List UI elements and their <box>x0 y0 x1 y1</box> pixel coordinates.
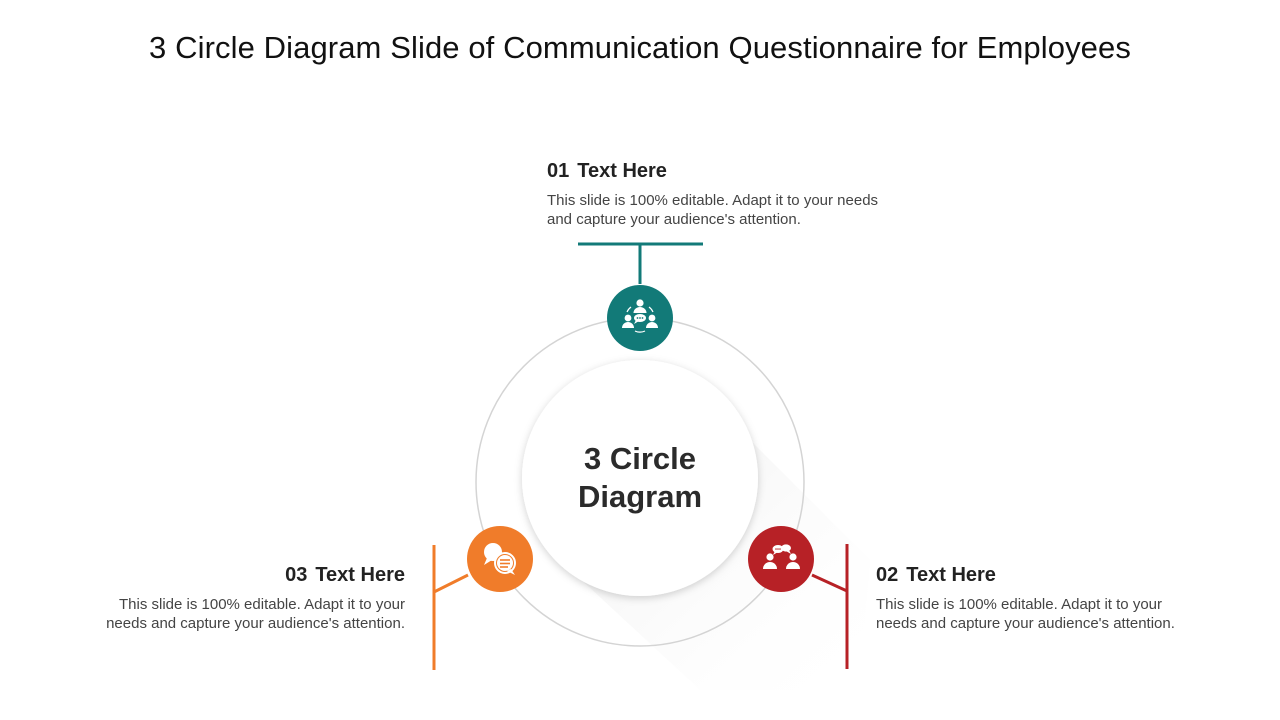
center-label-line2: Diagram <box>577 479 703 514</box>
text-block-03: 03 Text Here This slide is 100% editable.… <box>60 564 405 633</box>
item-description-03-line1: This slide is 100% editable. Adapt it to… <box>119 596 405 613</box>
item-description-01-line2: and capture your audience's attention. <box>547 211 801 228</box>
text-block-02: 02 Text Here This slide is 100% editable.… <box>876 564 1216 633</box>
item-heading-01: 01 Text Here <box>547 160 927 183</box>
center-circle <box>522 360 758 596</box>
item-description-02-line2: needs and capture your audience's attent… <box>876 615 1175 632</box>
item-heading-02: 02 Text Here <box>876 564 1216 587</box>
node-02 <box>748 526 814 592</box>
item-description-01-line1: This slide is 100% editable. Adapt it to… <box>547 192 879 209</box>
item-number-02: 02 <box>876 564 899 586</box>
item-description-03: This slide is 100% editable. Adapt it to… <box>60 595 405 633</box>
item-title-03: Text Here <box>315 564 405 586</box>
center-label-line1: 3 Circle <box>583 441 696 476</box>
item-number-01: 01 <box>547 160 570 182</box>
node-03 <box>467 526 533 592</box>
text-block-01: 01 Text Here This slide is 100% editable.… <box>547 160 927 229</box>
connector-03 <box>432 545 469 670</box>
speech-bubbles-icon <box>484 543 516 575</box>
item-title-02: Text Here <box>906 564 996 586</box>
slide-title: 3 Circle Diagram Slide of Communication … <box>149 30 1131 65</box>
connector-02 <box>811 544 849 669</box>
people-chat-icon <box>763 544 800 569</box>
item-number-03: 03 <box>285 564 308 586</box>
item-description-02-line1: This slide is 100% editable. Adapt it to… <box>876 596 1162 613</box>
item-description-01: This slide is 100% editable. Adapt it to… <box>547 191 927 229</box>
item-description-02: This slide is 100% editable. Adapt it to… <box>876 595 1216 633</box>
item-description-03-line2: needs and capture your audience's attent… <box>106 615 405 632</box>
connector-01 <box>578 242 703 284</box>
item-heading-03: 03 Text Here <box>60 564 405 587</box>
node-01 <box>607 285 673 351</box>
center-label: 3 Circle Diagram <box>540 440 740 516</box>
item-title-01: Text Here <box>577 160 667 182</box>
